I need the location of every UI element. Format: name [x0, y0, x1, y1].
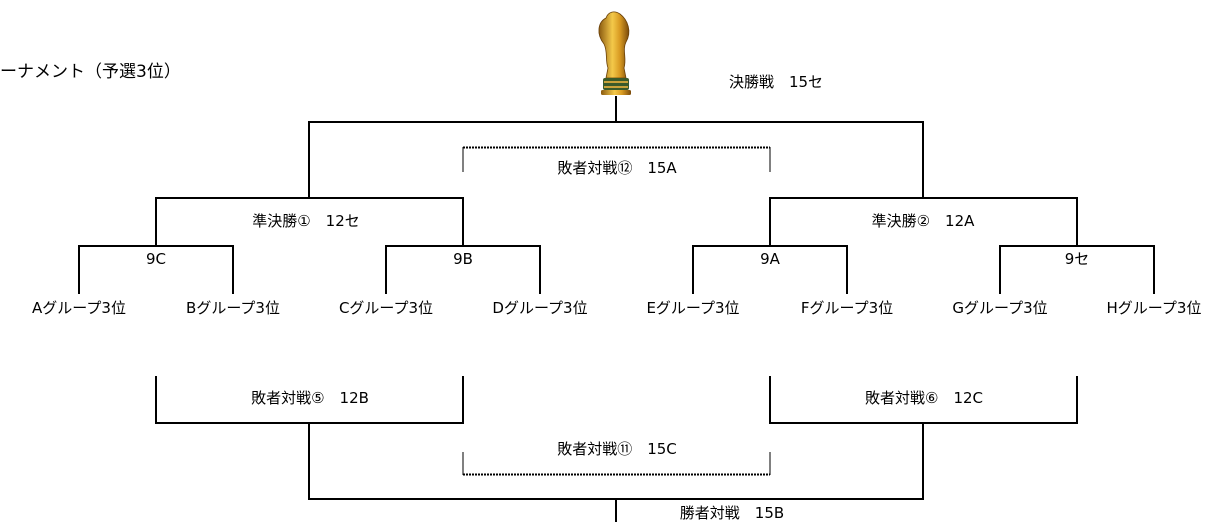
team-g-label: Gグループ3位: [952, 299, 1048, 317]
semifinal-2-label: 準決勝② 12A: [871, 212, 975, 230]
team-e-label: Eグループ3位: [646, 299, 740, 317]
team-f-label: Fグループ3位: [800, 299, 894, 317]
trophy-icon: [598, 11, 631, 95]
losers-match-5-label: 敗者対戦⑤ 12B: [251, 389, 369, 407]
final-label: 決勝戦 15セ: [728, 73, 824, 91]
losers-match-11-label: 敗者対戦⑪ 15C: [557, 440, 677, 458]
quarter-9se-label: 9セ: [1064, 250, 1090, 268]
page-title: ーナメント（予選3位）: [0, 62, 181, 82]
losers-match-6-label: 敗者対戦⑥ 12C: [864, 389, 984, 407]
team-a-label: Aグループ3位: [32, 299, 126, 317]
quarter-9a-label: 9A: [760, 250, 780, 268]
team-h-label: Hグループ3位: [1106, 299, 1202, 317]
quarter-9c-label: 9C: [145, 250, 167, 268]
quarter-9b-label: 9B: [453, 250, 473, 268]
team-c-label: Cグループ3位: [338, 299, 434, 317]
losers-match-12-label: 敗者対戦⑫ 15A: [557, 159, 677, 177]
winners-match-label: 勝者対戦 15B: [679, 504, 785, 522]
team-b-label: Bグループ3位: [186, 299, 280, 317]
team-d-label: Dグループ3位: [492, 299, 588, 317]
semifinal-1-label: 準決勝① 12セ: [252, 212, 360, 230]
